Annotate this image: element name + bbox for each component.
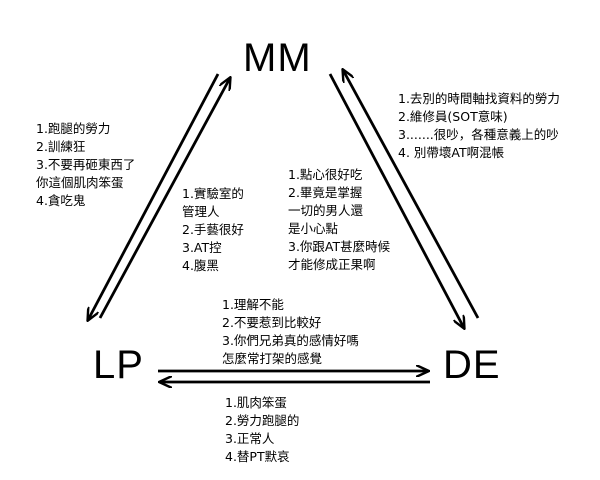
- note-line: 1.實驗室的: [182, 186, 244, 201]
- note-line: 4.腹黑: [182, 258, 219, 273]
- note-line: 1.去別的時間軸找資料的勞力: [398, 91, 560, 106]
- note-line: 2.維修員(SOT意味): [398, 109, 508, 124]
- node-lp: LP: [93, 343, 144, 387]
- note-line: 2.勞力跑腿的: [225, 413, 300, 428]
- note-line: 4.貪吃鬼: [36, 193, 86, 208]
- note-line: 2.手藝很好: [182, 222, 244, 237]
- note-line: 怎麼常打架的感覺: [222, 351, 323, 366]
- note-de-to-mm: 1.去別的時間軸找資料的勞力 2.維修員(SOT意味) 3.......很吵，各…: [398, 90, 560, 162]
- note-line: 2.不要惹到比較好: [222, 315, 322, 330]
- arrow-lp-to-mm: [98, 78, 230, 319]
- note-line: 1.肌肉笨蛋: [225, 395, 287, 410]
- note-de-to-lp: 1.肌肉笨蛋 2.勞力跑腿的 3.正常人 4.替PT默哀: [225, 394, 299, 466]
- note-line: 3.正常人: [225, 431, 275, 446]
- note-mm-to-de: 1.點心很好吃 2.畢竟是掌握 一切的男人還 是小心點 3.你跟AT甚麼時候 才…: [288, 166, 390, 274]
- note-line: 2.畢竟是掌握: [288, 185, 363, 200]
- note-line: 管理人: [182, 204, 220, 219]
- note-line: 3.不要再砸東西了: [36, 157, 136, 172]
- note-line: 1.點心很好吃: [288, 167, 363, 182]
- note-line: 才能修成正果啊: [288, 257, 376, 272]
- note-line: 2.訓練狂: [36, 139, 86, 154]
- note-line: 3.AT控: [182, 240, 222, 255]
- note-line: 你這個肌肉笨蛋: [36, 175, 124, 190]
- note-lp-to-de: 1.理解不能 2.不要惹到比較好 3.你們兄弟真的感情好嗎 怎麼常打架的感覺: [222, 296, 359, 368]
- note-lp-to-mm: 1.跑腿的勞力 2.訓練狂 3.不要再砸東西了 你這個肌肉笨蛋 4.貪吃鬼: [36, 120, 135, 210]
- note-line: 4.替PT默哀: [225, 449, 290, 464]
- arrow-mm-to-lp: [88, 73, 220, 320]
- note-line: 3.你跟AT甚麼時候: [288, 239, 391, 254]
- arrow-mm-to-de: [328, 73, 464, 328]
- note-line: 1.跑腿的勞力: [36, 121, 111, 136]
- node-mm: MM: [243, 36, 312, 80]
- note-line: 是小心點: [288, 221, 339, 236]
- note-mm-to-lp: 1.實驗室的 管理人 2.手藝很好 3.AT控 4.腹黑: [182, 185, 244, 275]
- note-line: 3.你們兄弟真的感情好嗎: [222, 333, 359, 348]
- note-line: 1.理解不能: [222, 297, 284, 312]
- note-line: 4. 別帶壞AT啊混帳: [398, 145, 505, 160]
- note-line: 一切的男人還: [288, 203, 364, 218]
- note-line: 3.......很吵，各種意義上的吵: [398, 127, 559, 142]
- node-de: DE: [443, 343, 501, 387]
- arrow-de-to-mm: [343, 70, 480, 319]
